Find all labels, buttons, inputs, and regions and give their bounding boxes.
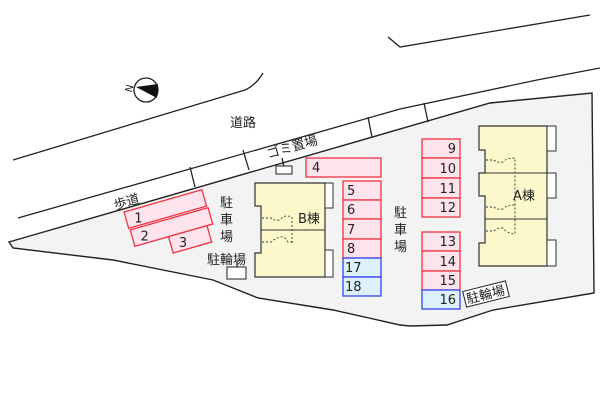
- svg-text:車: 車: [394, 223, 407, 238]
- svg-text:10: 10: [439, 162, 456, 177]
- parking-space-4[interactable]: [305, 157, 382, 178]
- svg-text:9: 9: [448, 142, 456, 157]
- svg-text:7: 7: [347, 223, 355, 238]
- svg-text:13: 13: [439, 235, 456, 250]
- svg-text:場: 場: [394, 240, 407, 255]
- parking-label-right: 駐 車 場: [394, 206, 407, 255]
- building-b-label: B棟: [298, 212, 320, 227]
- svg-text:11: 11: [439, 182, 456, 197]
- svg-text:15: 15: [439, 274, 456, 289]
- parking-number: 3: [179, 236, 187, 251]
- parking-column-right: 9 10 11 12 13 14 15 16: [421, 138, 461, 310]
- building-a-label: A棟: [513, 189, 535, 204]
- sidewalk-edge: [17, 67, 600, 219]
- parking-space-18[interactable]: [342, 276, 382, 297]
- sidewalk-label: 歩道: [112, 192, 141, 214]
- svg-text:5: 5: [347, 184, 355, 199]
- garbage-area: [275, 157, 293, 175]
- north-label: N: [124, 84, 137, 94]
- svg-text:8: 8: [347, 242, 355, 257]
- road-edge: [12, 72, 264, 161]
- svg-text:駐: 駐: [220, 196, 233, 211]
- building-a: A棟: [478, 125, 557, 267]
- parking-column-middle: 5 6 7 8 17 18: [342, 180, 382, 297]
- parking-label-left: 駐 車 場: [220, 196, 233, 245]
- parking-space-1[interactable]: [123, 188, 208, 230]
- svg-text:車: 車: [220, 213, 233, 228]
- svg-text:6: 6: [347, 203, 355, 218]
- building-b: B棟: [254, 182, 334, 278]
- bike-parking-label-left: 駐輪場: [207, 252, 246, 268]
- north-compass-icon: N: [124, 77, 159, 103]
- svg-text:16: 16: [439, 293, 456, 308]
- parking-space-16[interactable]: [421, 289, 461, 310]
- parking-space-12[interactable]: [421, 197, 461, 218]
- road-edge-right: [387, 14, 591, 48]
- road-label: 道路: [230, 115, 256, 131]
- svg-text:駐: 駐: [394, 206, 407, 221]
- bike-parking-left: [226, 262, 247, 280]
- svg-text:17: 17: [345, 261, 362, 276]
- sidewalk-dividers: [189, 102, 429, 188]
- svg-text:14: 14: [439, 255, 456, 270]
- parking-number: 1: [134, 212, 142, 227]
- svg-text:18: 18: [345, 280, 362, 295]
- parking-space-3[interactable]: [167, 224, 213, 254]
- svg-text:12: 12: [439, 201, 456, 216]
- parking-number: 4: [312, 161, 320, 176]
- svg-text:場: 場: [220, 230, 233, 245]
- parking-number: 2: [141, 230, 149, 245]
